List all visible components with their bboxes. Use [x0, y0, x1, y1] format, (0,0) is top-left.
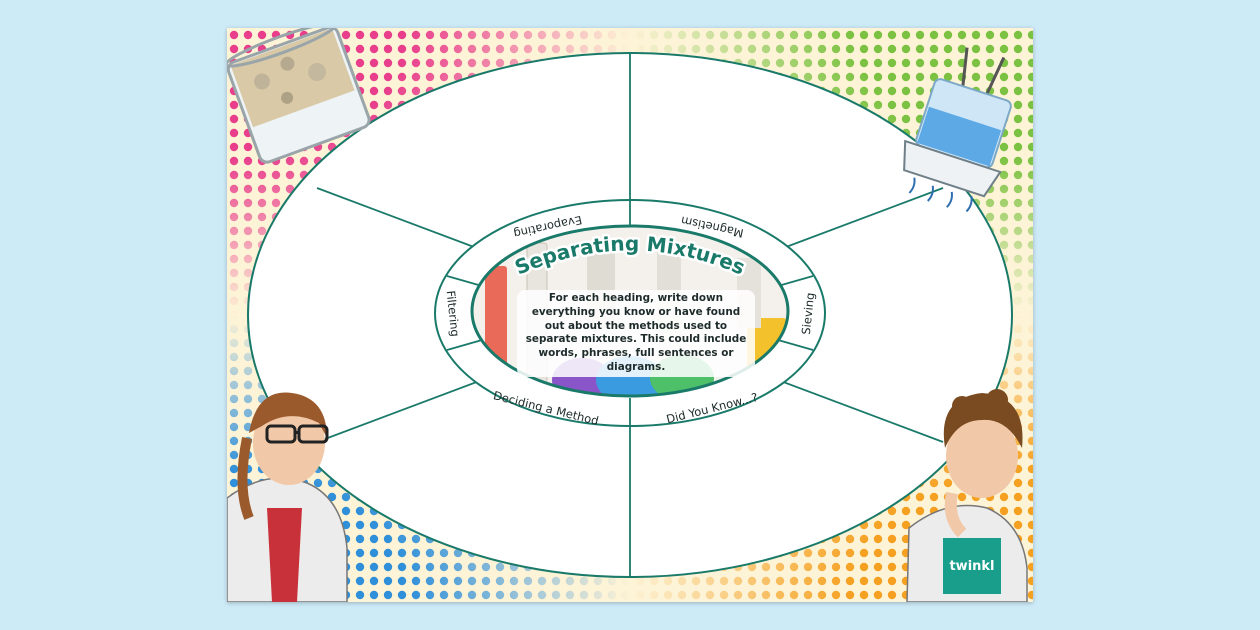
logo-text: twinkl [949, 558, 995, 574]
beaker-illustration [227, 28, 371, 164]
twinkl-logo: twinkl [943, 538, 1001, 594]
worksheet-graphic: Separating Mixtures Separating Mixtures … [227, 28, 1033, 602]
instructions-text: For each heading, write down everything … [517, 290, 755, 377]
girl-scientist-illustration [227, 392, 348, 602]
worksheet-page: Separating Mixtures Separating Mixtures … [227, 28, 1033, 602]
heading-filtering: Filtering [444, 290, 463, 337]
heading-sieving: Sieving [799, 292, 817, 335]
heating-beaker-illustration [903, 47, 1012, 213]
